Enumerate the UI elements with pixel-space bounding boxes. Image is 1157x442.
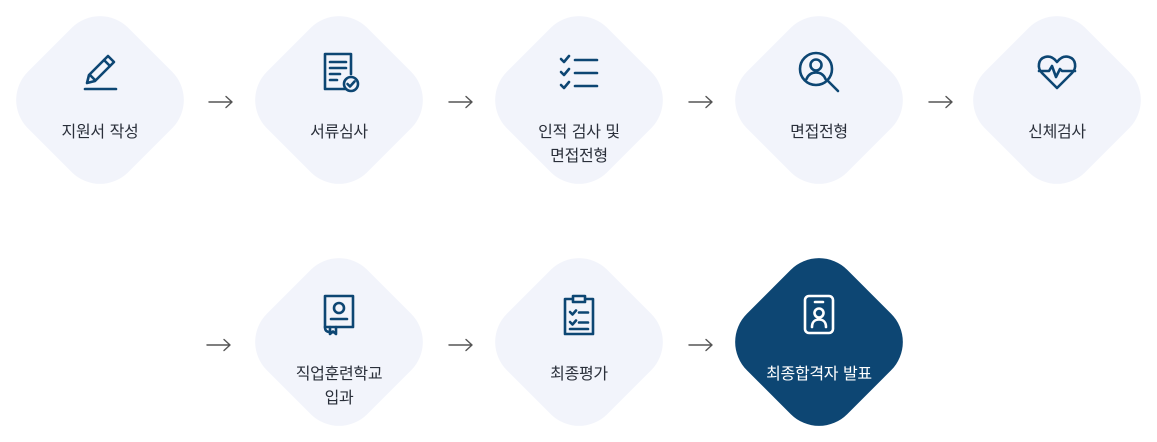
search-person-icon: [795, 48, 843, 96]
heart-pulse-icon: [1033, 48, 1081, 96]
step-tile: [238, 0, 440, 201]
pencil-icon: [76, 48, 124, 96]
arrow-right-icon: [687, 338, 715, 352]
step-final-announcement: 최종합격자 발표: [718, 241, 920, 442]
step-label: 인적 검사 및 면접전형: [538, 122, 620, 165]
document-check-icon: [315, 48, 363, 96]
arrow-right-icon: [207, 95, 235, 109]
step-tile: [0, 0, 201, 201]
certificate-book-icon: [315, 290, 363, 338]
arrow-right-icon: [927, 95, 955, 109]
step-label: 직업훈련학교 입과: [295, 364, 383, 407]
step-label: 지원서 작성: [61, 122, 139, 141]
step-interview: 면접전형: [718, 0, 920, 201]
step-tile: [956, 0, 1157, 201]
step-document-review: 서류심사: [238, 0, 440, 201]
arrow-right-icon: [447, 95, 475, 109]
clipboard-icon: [555, 290, 603, 338]
arrow-right-icon: [447, 338, 475, 352]
step-label: 최종합격자 발표: [766, 364, 872, 383]
arrow-right-icon: [205, 338, 233, 352]
step-tile: [478, 241, 680, 442]
step-label: 신체검사: [1028, 122, 1086, 141]
step-label: 최종평가: [550, 364, 608, 383]
step-vocational-school: 직업훈련학교 입과: [238, 241, 440, 442]
step-tile-active: [718, 241, 920, 442]
id-badge-icon: [795, 290, 843, 338]
step-personality-test: 인적 검사 및 면접전형: [478, 0, 680, 201]
step-medical-exam: 신체검사: [956, 0, 1157, 201]
step-tile: [478, 0, 680, 201]
checklist-icon: [555, 48, 603, 96]
step-label: 면접전형: [790, 122, 848, 141]
step-tile: [238, 241, 440, 442]
step-final-evaluation: 최종평가: [478, 241, 680, 442]
step-label: 서류심사: [310, 122, 368, 141]
arrow-right-icon: [687, 95, 715, 109]
step-application: 지원서 작성: [0, 0, 201, 201]
step-tile: [718, 0, 920, 201]
